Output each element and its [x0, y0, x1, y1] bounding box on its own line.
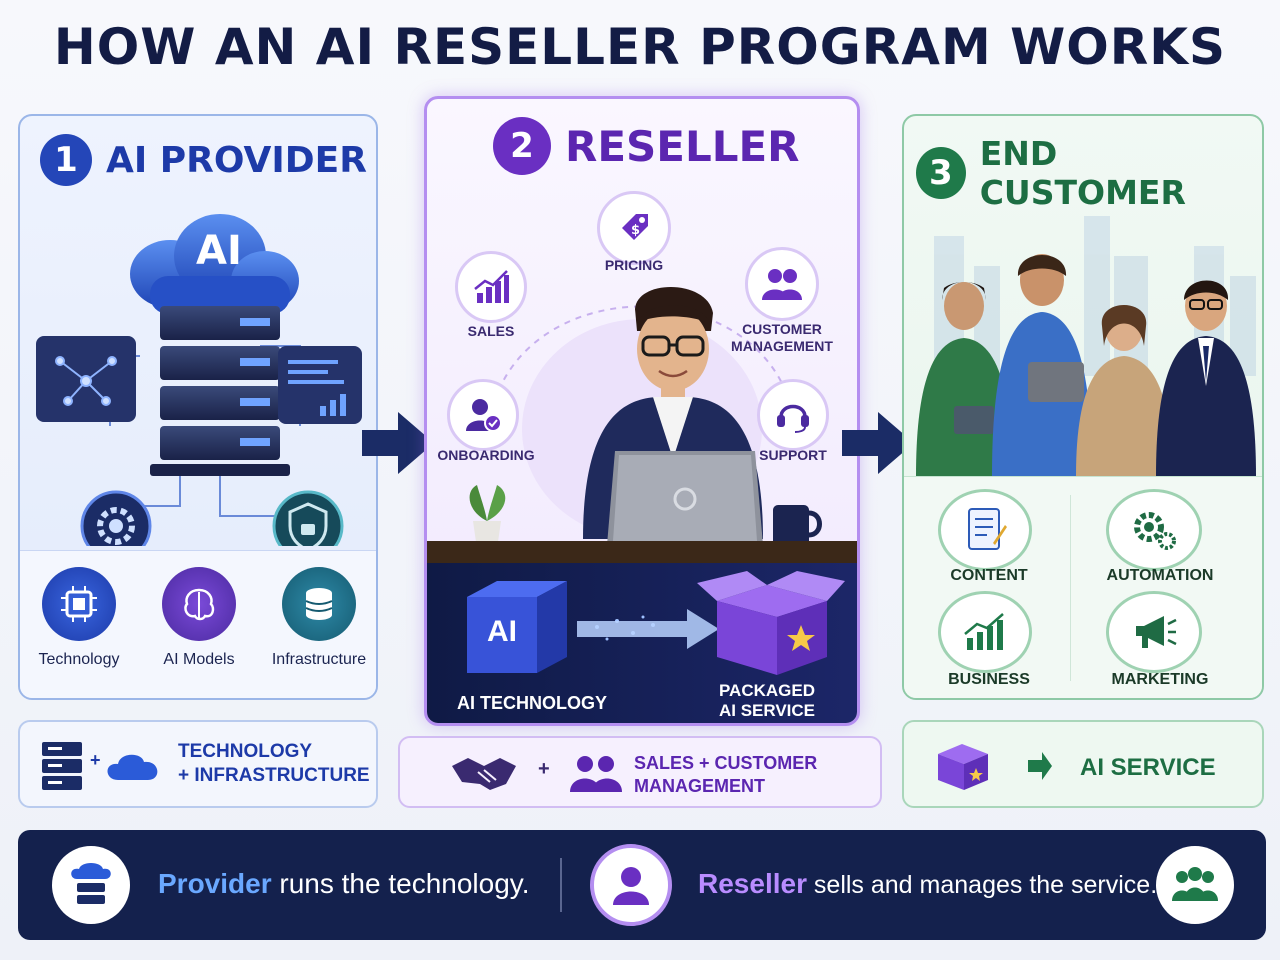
footer-provider-rest: runs the technology.: [271, 868, 530, 899]
provider-summary-line1: TECHNOLOGY: [178, 741, 313, 762]
step-number-3: 3: [916, 147, 966, 199]
person-icon: [590, 844, 672, 926]
provider-panel: 1 AI PROVIDER: [18, 114, 378, 700]
coffee-mug-icon: [773, 505, 822, 547]
cloud-ai-label: AI: [196, 228, 242, 274]
customer-team-illustration: [916, 216, 1256, 476]
users-icon: [745, 247, 819, 321]
onboarding-icon: [447, 379, 519, 451]
packaged-label-line1: PACKAGED: [718, 681, 816, 700]
ai-cloud-icon: [130, 214, 299, 314]
footer-provider-text: Provider runs the technology.: [158, 868, 529, 900]
arrow-right-icon: [842, 412, 914, 474]
item-label-infrastructure: Infrastructure: [271, 651, 367, 668]
customer-panel: 3 END CUSTOMER CONTENT A: [902, 114, 1264, 700]
customer-summary-text: AI SERVICE: [1080, 754, 1216, 781]
packaging-strip: AI AI TECHNOLOGY PACKAGED AI SERVICE: [427, 563, 857, 723]
packaged-label-line2: AI SERVICE: [718, 701, 816, 720]
brain-icon: [162, 567, 236, 641]
packaged-service-label: PACKAGED AI SERVICE: [707, 681, 827, 721]
package-box-icon: [697, 571, 845, 675]
reseller-summary-text: SALES + CUSTOMER MANAGEMENT: [634, 752, 817, 798]
use-label-content: CONTENT: [950, 567, 1028, 584]
step-number-2: 2: [493, 117, 551, 175]
bar-chart-icon: [455, 251, 527, 323]
activity-label-support: SUPPORT: [759, 447, 827, 463]
customer-summary-card: AI SERVICE: [902, 720, 1264, 808]
footer-reseller-text: Reseller sells and manages the service.: [698, 868, 1157, 900]
security-shield-icon: [272, 490, 344, 546]
provider-illustration: [36, 214, 362, 546]
provider-summary-card: + TECHNOLOGY + INFRASTRUCTURE: [18, 720, 378, 808]
ai-cube-icon: [467, 581, 719, 673]
activity-label-onboarding: ONBOARDING: [437, 447, 535, 463]
provider-summary-plus: +: [90, 750, 101, 770]
reseller-summary-card: + SALES + CUSTOMER MANAGEMENT: [398, 736, 882, 808]
provider-title: AI PROVIDER: [106, 139, 367, 181]
grid-divider: [1070, 495, 1071, 681]
footer-reseller-word: Reseller: [698, 868, 807, 899]
ai-technology-label: AI TECHNOLOGY: [457, 693, 608, 713]
handshake-icon: [452, 758, 516, 790]
item-label-ai-models: AI Models: [163, 651, 235, 668]
arrow-right-icon: [362, 412, 434, 474]
headset-icon: [757, 379, 829, 451]
growth-chart-icon: [938, 591, 1032, 673]
reseller-summary-line1: SALES + CUSTOMER: [634, 753, 818, 773]
server-cloud-icon: [52, 846, 130, 924]
customer-heading: 3 END CUSTOMER: [916, 134, 1262, 212]
customer-title: END CUSTOMER: [979, 134, 1186, 212]
database-icon: [282, 567, 356, 641]
activity-label-pricing: PRICING: [604, 257, 664, 273]
cube-ai-label: AI: [487, 615, 517, 648]
activity-label-sales: SALES: [467, 323, 515, 339]
provider-heading: 1 AI PROVIDER: [40, 134, 367, 186]
provider-summary-text: TECHNOLOGY + INFRASTRUCTURE: [178, 740, 370, 788]
server-cloud-icon: [42, 742, 158, 790]
activity-label-customer-management: CUSTOMER MANAGEMENT: [717, 321, 847, 355]
item-label-technology: Technology: [38, 651, 120, 668]
use-label-automation: AUTOMATION: [1106, 567, 1214, 584]
service-box-icon: [938, 744, 1052, 790]
provider-items: Technology AI Models Infrastructure: [20, 550, 376, 698]
reseller-heading: 2 RESELLER: [493, 117, 800, 175]
document-icon: [938, 489, 1032, 571]
use-label-business: BUSINESS: [948, 671, 1030, 688]
customer-uses-grid: CONTENT AUTOMATION BUSINESS MARKETING: [904, 476, 1262, 698]
use-label-marketing: MARKETING: [1111, 671, 1209, 688]
activity-label-customer: CUSTOMER: [742, 321, 822, 337]
chip-icon: [42, 567, 116, 641]
server-rack-icon: [150, 306, 290, 476]
footer-provider-word: Provider: [158, 868, 272, 899]
reseller-title: RESELLER: [565, 121, 800, 171]
gears-icon: [1106, 489, 1202, 571]
provider-summary-line2: + INFRASTRUCTURE: [178, 765, 370, 786]
reseller-summary-line2: MANAGEMENT: [634, 776, 765, 796]
footer-reseller-rest: sells and manages the service.: [806, 871, 1158, 899]
team-icon: [570, 756, 622, 792]
network-screen-icon: [36, 336, 136, 422]
footer-divider: [560, 858, 562, 912]
page-title: HOW AN AI RESELLER PROGRAM WORKS: [53, 18, 1227, 76]
desk: [427, 541, 857, 563]
dashboard-screen-icon: [278, 346, 362, 424]
megaphone-icon: [1106, 591, 1202, 673]
svg-text:$: $: [631, 223, 640, 238]
gear-icon: [80, 490, 152, 546]
activity-label-management: MANAGEMENT: [731, 338, 833, 354]
price-tag-icon: $: [597, 191, 671, 265]
group-icon: [1156, 846, 1234, 924]
reseller-summary-plus: +: [538, 758, 550, 780]
reseller-panel: 2 RESELLER $ PRICING SALES CUSTOMER MANA…: [424, 96, 860, 726]
footer-banner: Provider runs the technology. Reseller s…: [18, 830, 1266, 940]
step-number-1: 1: [40, 134, 92, 186]
